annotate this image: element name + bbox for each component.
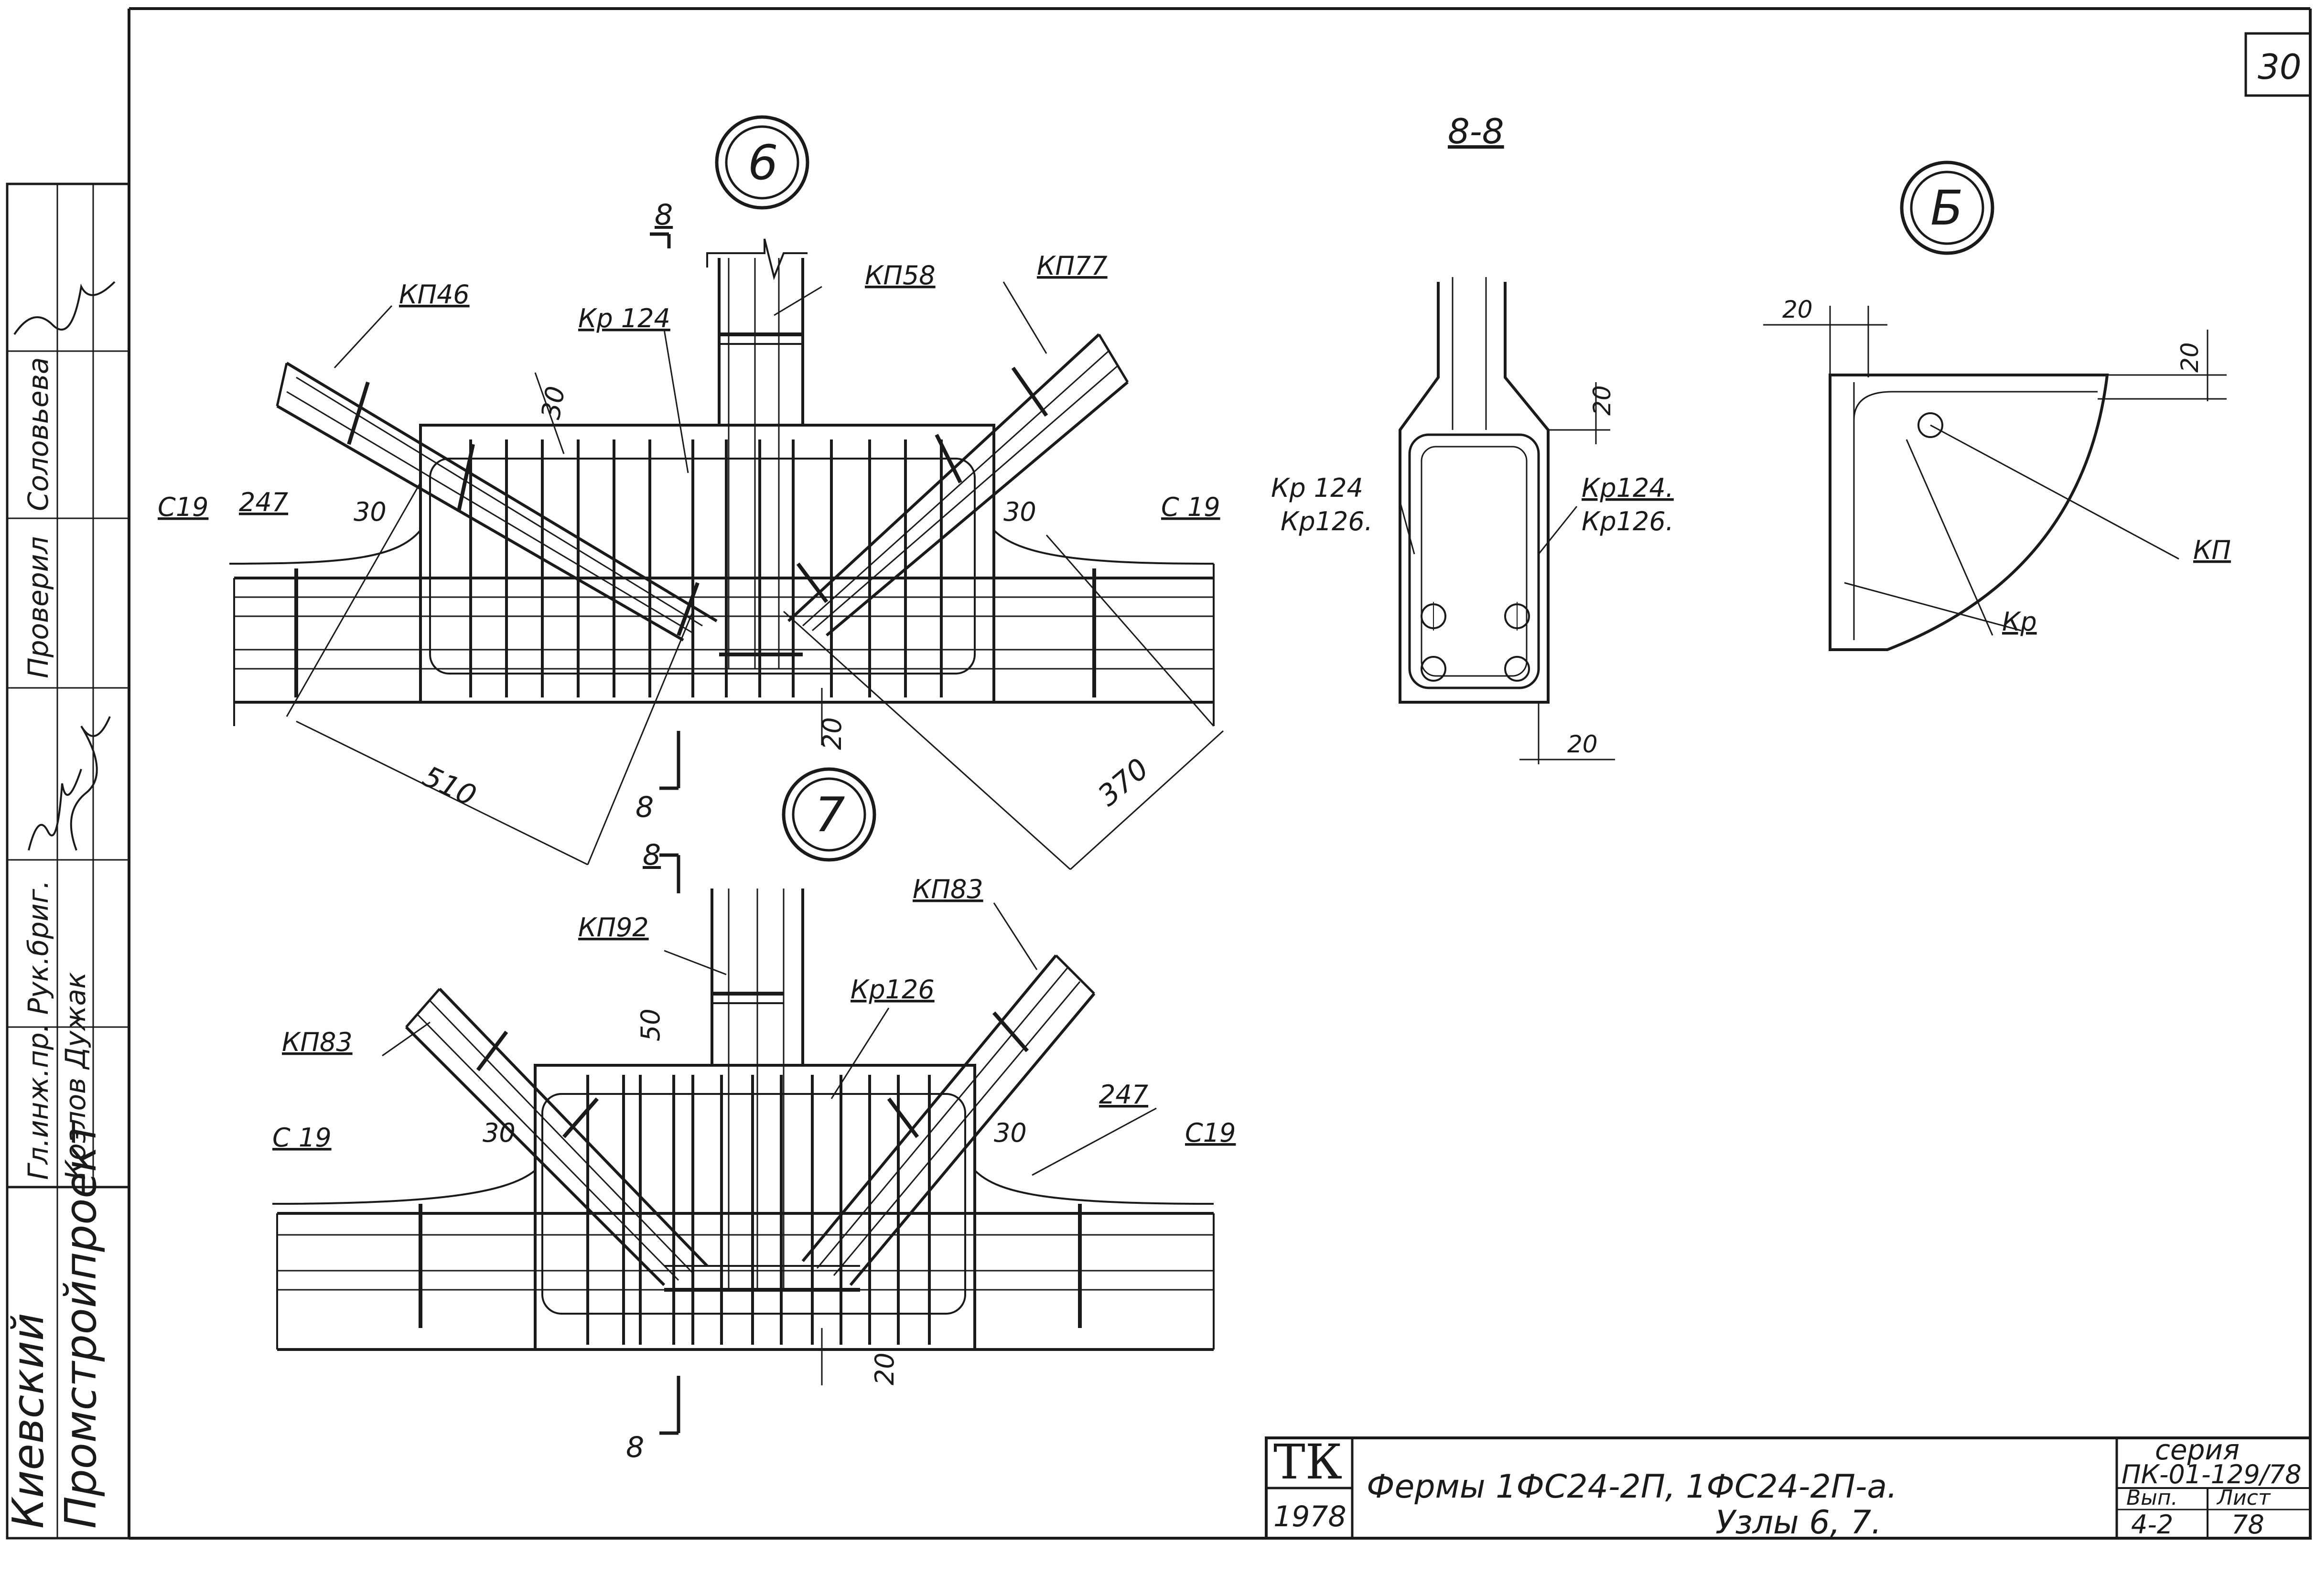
node7-section-mark-bottom: 8 <box>626 1431 644 1464</box>
node6-kp58: КП58 <box>865 260 936 290</box>
sheet-value: 78 <box>2231 1510 2264 1540</box>
node7-d50: 50 <box>636 1008 666 1041</box>
node6-label: 6 <box>748 135 778 191</box>
signature-strip: Гл.инж.пр. Рук.бриг. Козлов Дужак Провер… <box>3 182 130 1540</box>
node7-kp83-top: КП83 <box>913 874 983 904</box>
node6-d30-right: 30 <box>1003 497 1036 527</box>
node6-drawing: 6 <box>158 115 1224 870</box>
node6-kp77: КП77 <box>1037 251 1108 281</box>
node7-kr126: Кр126 <box>851 975 935 1005</box>
node7-section-mark-top: 8 <box>643 838 661 872</box>
nodeB-d20-left: 20 <box>1782 296 1813 323</box>
node7-d30-left: 30 <box>483 1118 516 1148</box>
node6-section-mark-top: 8 <box>655 198 673 232</box>
signature-names: Козлов Дужак <box>59 972 92 1180</box>
nodeB-kr: Кр <box>2002 607 2037 637</box>
organization-line1: Киевский <box>3 1313 54 1529</box>
node7-label: 7 <box>815 787 845 843</box>
signature-scribble-3 <box>28 769 82 851</box>
node6-c19-right: С 19 <box>1161 492 1220 522</box>
sheet-label: Лист <box>2216 1486 2271 1510</box>
node7-247: 247 <box>1099 1080 1148 1110</box>
section88-right-label1: Кр124. <box>1582 473 1674 503</box>
node6-kp46: КП46 <box>399 279 470 310</box>
nodeB-label: Б <box>1930 180 1963 236</box>
node6-d510: 510 <box>418 760 481 813</box>
node6-247: 247 <box>239 487 288 517</box>
node6-d370: 370 <box>1092 752 1155 813</box>
node6-section-mark-bottom: 8 <box>636 791 654 824</box>
node7-c19-right: С19 <box>1185 1118 1236 1148</box>
section88-left-label2: Кр126. <box>1281 506 1373 536</box>
sheet-number: 30 <box>2258 47 2302 87</box>
section88-d20-bottom: 20 <box>1567 730 1598 758</box>
signature-scribble-1 <box>13 281 116 335</box>
section88-right-label2: Кр126. <box>1582 506 1674 536</box>
series-value: ПК-01-129/78 <box>2122 1459 2302 1489</box>
title-tk: ТК <box>1273 1434 1342 1490</box>
nodeB-drawing: Б 20 20 КП Кр <box>1763 161 2231 651</box>
node7-c19-left: С 19 <box>272 1123 332 1153</box>
organization-line2: Промстройпроект <box>56 1120 106 1529</box>
section88-d20-right: 20 <box>1588 385 1616 416</box>
node7-drawing: 7 <box>272 767 1236 1464</box>
title-block: ТК 1978 Фермы 1ФС24-2П, 1ФС24-2П-а. Узлы… <box>1265 1434 2312 1542</box>
node7-kp92: КП92 <box>578 912 649 943</box>
section88-left-label1: Кр 124 <box>1271 473 1363 503</box>
nodeB-d20-right: 20 <box>2176 342 2204 373</box>
node7-d20: 20 <box>870 1352 900 1385</box>
checker-role: Проверил <box>22 536 54 678</box>
series-label: серия <box>2155 1434 2240 1466</box>
section-8-8-title: 8-8 <box>1448 111 1504 151</box>
node6-kr124: Кр 124 <box>578 303 670 333</box>
title-line1: Фермы 1ФС24-2П, 1ФС24-2П-а. <box>1367 1468 1897 1506</box>
signature-scribble-2 <box>70 716 111 851</box>
node6-d30-left: 30 <box>354 497 387 527</box>
sheet-number-box: 30 <box>2244 32 2312 97</box>
title-year: 1978 <box>1273 1500 1347 1533</box>
signature-roles: Гл.инж.пр. Рук.бриг. <box>22 880 54 1180</box>
title-line2: Узлы 6, 7. <box>1715 1504 1882 1542</box>
node6-d20: 20 <box>817 717 847 750</box>
node6-c19-left: С19 <box>158 492 208 522</box>
issue-value: 4-2 <box>2131 1510 2173 1540</box>
node7-d30-right: 30 <box>994 1118 1027 1148</box>
checker-name: Соловьева <box>22 357 54 511</box>
nodeB-kp: КП <box>2193 535 2231 565</box>
node6-d30-top: 30 <box>536 384 571 422</box>
section-8-8: 8-8 Кр 124 Кр126. Кр124. Кр126. 20 20 <box>1271 111 1674 764</box>
issue-label: Вып. <box>2126 1486 2178 1510</box>
node7-kp83-left: КП83 <box>282 1027 353 1057</box>
